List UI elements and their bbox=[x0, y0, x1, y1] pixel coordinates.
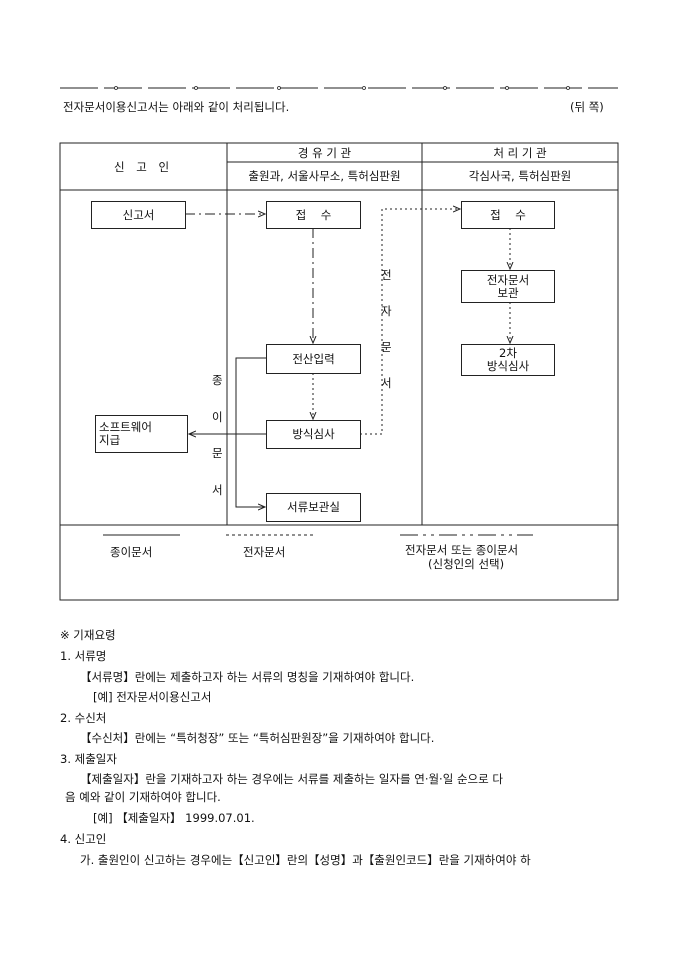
flow-input-box: 전산입력 bbox=[266, 344, 361, 374]
legend-paper: 종이문서 bbox=[110, 545, 153, 559]
legend-either-note: (신청인의 선택) bbox=[428, 557, 505, 571]
instruction-4-title: 4. 신고인 bbox=[60, 832, 107, 846]
header-processing-agency-sub: 각심사국, 특허심판원 bbox=[468, 169, 572, 183]
intro-text: 전자문서이용신고서는 아래와 같이 처리됩니다. bbox=[63, 100, 290, 114]
vertical-electronic-3: 문 bbox=[381, 340, 392, 354]
instruction-3-example: [예] 【제출일자】 1999.07.01. bbox=[93, 811, 255, 825]
header-reporter: 신 고 인 bbox=[113, 159, 174, 174]
flow-archive-box: 서류보관실 bbox=[266, 493, 361, 522]
table-frame bbox=[59, 142, 619, 601]
page-side-label: (뒤 쪽) bbox=[570, 100, 604, 114]
header-processing-agency: 처 리 기 관 bbox=[493, 145, 547, 160]
e-storage-line1: 전자문서 bbox=[486, 272, 530, 287]
instruction-2-text: 【수신처】란에는 “특허청장” 또는 “특허심판원장”을 기재하여야 합니다. bbox=[80, 731, 435, 745]
flow-report-box: 신고서 bbox=[91, 201, 186, 229]
second-check-line1: 2차 bbox=[499, 346, 517, 360]
software-line1: 소프트웨어 bbox=[99, 420, 152, 434]
header-via-agency-sub: 출원과, 서울사무소, 특허심판원 bbox=[248, 169, 401, 183]
vertical-paper-4: 서 bbox=[212, 483, 223, 497]
flow-second-check-box: 2차 방식심사 bbox=[461, 344, 555, 376]
header-via-agency: 경 유 기 관 bbox=[297, 145, 352, 160]
flow-receive2-box: 접 수 bbox=[461, 201, 555, 229]
vertical-paper-1: 종 bbox=[212, 373, 223, 387]
legend-either: 전자문서 또는 종이문서 bbox=[405, 543, 519, 557]
vertical-electronic-2: 자 bbox=[381, 304, 392, 318]
vertical-paper-2: 이 bbox=[212, 410, 223, 424]
flow-format-check-box: 방식심사 bbox=[266, 420, 361, 449]
software-line2: 지급 bbox=[99, 433, 121, 447]
instructions-heading: ※ 기재요령 bbox=[60, 628, 116, 642]
instruction-1-example: [예] 전자문서이용신고서 bbox=[93, 690, 212, 704]
vertical-paper-3: 문 bbox=[212, 446, 223, 460]
instruction-4-text: 가. 출원인이 신고하는 경우에는【신고인】란의【성명】과【출원인코드】란을 기… bbox=[80, 853, 531, 867]
vertical-electronic-4: 서 bbox=[381, 376, 392, 390]
flow-e-storage-box: 전자문서 보관 bbox=[461, 270, 555, 303]
instruction-1-text: 【서류명】란에는 제출하고자 하는 서류의 명칭을 기재하여야 합니다. bbox=[80, 670, 415, 684]
second-check-line2: 방식심사 bbox=[486, 359, 530, 373]
e-storage-line2: 보관 bbox=[497, 285, 519, 300]
flow-software-box: 소프트웨어 지급 bbox=[95, 415, 188, 453]
instruction-3-text: 【제출일자】란을 기재하고자 하는 경우에는 서류를 제출하는 일자를 연·월·… bbox=[80, 772, 503, 786]
instruction-1-title: 1. 서류명 bbox=[60, 649, 107, 663]
instruction-3-title: 3. 제출일자 bbox=[60, 752, 117, 766]
legend-electronic: 전자문서 bbox=[243, 545, 286, 559]
instruction-2-title: 2. 수신처 bbox=[60, 711, 107, 725]
vertical-electronic-1: 전 bbox=[381, 268, 392, 282]
flow-receive-box: 접 수 bbox=[266, 201, 361, 229]
instruction-3-text-cont: 음 예와 같이 기재하여야 합니다. bbox=[65, 790, 221, 804]
